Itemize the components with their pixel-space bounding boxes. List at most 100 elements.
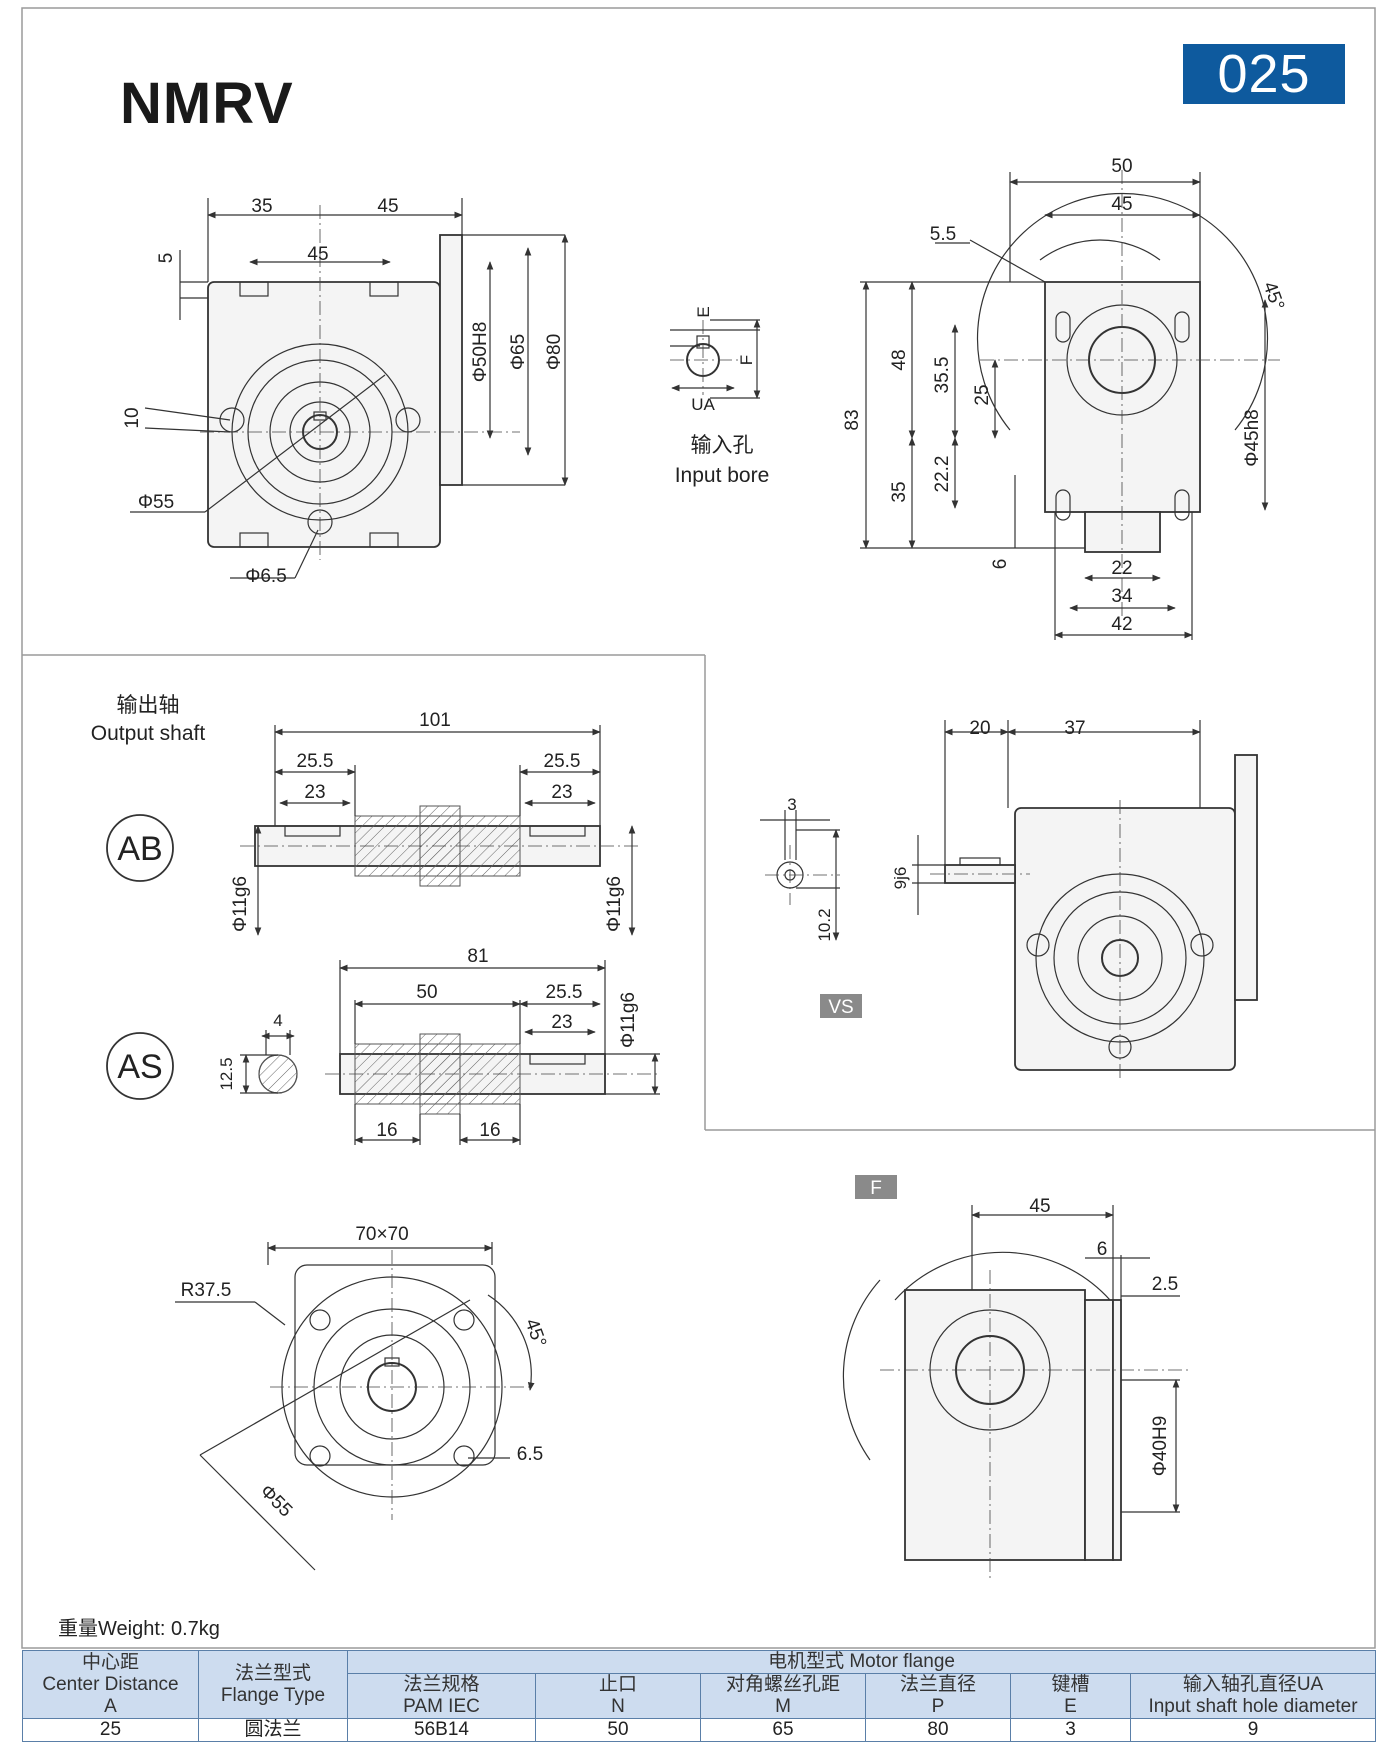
dim-vs-3: 3 — [787, 795, 796, 814]
output-shaft-label-en: Output shaft — [91, 722, 206, 745]
dim-side-83: 83 — [842, 409, 863, 430]
dim-vs-37: 37 — [1064, 718, 1085, 739]
cell-pam-iec: 56B14 — [347, 1718, 536, 1742]
dim-flange-phi55: Φ55 — [256, 1481, 297, 1522]
dim-flange-r37-5: R37.5 — [181, 1280, 232, 1301]
dim-ab-25-5-left: 25.5 — [297, 751, 334, 772]
dim-side-45-deg: 45° — [1258, 279, 1288, 313]
dim-ab-101: 101 — [419, 710, 451, 731]
dim-vs-20: 20 — [969, 718, 990, 739]
vs-tag-box — [820, 994, 862, 1018]
dim-as-50: 50 — [416, 982, 437, 1003]
input-bore-label-cn: 输入孔 — [691, 434, 754, 457]
dim-side-5-5: 5.5 — [930, 224, 956, 245]
input-bore-view — [670, 319, 761, 399]
dim-front-phi50h8: Φ50H8 — [470, 322, 491, 383]
f-tag-box — [855, 1175, 897, 1199]
dim-fside-2-5: 2.5 — [1152, 1274, 1178, 1295]
as-badge: AS — [117, 1048, 162, 1086]
page-title: NMRV — [120, 71, 294, 136]
dim-front-45-top: 45 — [377, 196, 398, 217]
shaft-as-drawing — [240, 960, 660, 1145]
shaft-ab-drawing — [240, 725, 640, 936]
f-tag: F — [870, 1178, 882, 1199]
dim-as-23: 23 — [551, 1012, 572, 1033]
dim-front-45-inner: 45 — [307, 244, 328, 265]
dim-as-16-right: 16 — [479, 1120, 500, 1141]
ab-badge: AB — [117, 830, 162, 868]
side-view — [860, 170, 1280, 640]
table-row: 25 圆法兰 56B14 50 65 80 3 9 — [22, 1718, 1377, 1742]
dim-as-key-4: 4 — [273, 1011, 282, 1030]
dim-side-6: 6 — [990, 559, 1011, 570]
dim-side-25: 25 — [972, 384, 993, 405]
model-number-badge: 025 — [1183, 44, 1345, 104]
dim-as-81: 81 — [467, 946, 488, 967]
dim-ab-phi11g6-right: Φ11g6 — [604, 876, 625, 932]
dim-front-phi55: Φ55 — [138, 492, 174, 513]
dim-ab-23-left: 23 — [304, 782, 325, 803]
dim-fside-45: 45 — [1029, 1196, 1050, 1217]
dim-side-50: 50 — [1111, 156, 1132, 177]
dim-ab-25-5-right: 25.5 — [544, 751, 581, 772]
dim-bore-f: F — [737, 355, 756, 365]
ab-badge-circle — [106, 814, 174, 882]
weight-label: 重量Weight: 0.7kg — [58, 1618, 220, 1640]
cell-m: 65 — [700, 1718, 866, 1742]
dim-front-35: 35 — [251, 196, 272, 217]
dim-as-phi11g6: Φ11g6 — [618, 992, 639, 1048]
flange-side-view — [842, 1205, 1190, 1580]
dim-side-34: 34 — [1111, 586, 1133, 607]
dim-fside-phi40h9: Φ40H9 — [1150, 1416, 1171, 1477]
cell-flange-type: 圆法兰 — [198, 1718, 348, 1742]
cell-ua: 9 — [1129, 1718, 1377, 1742]
sheet-frame — [21, 7, 1376, 1649]
dim-front-phi80: Φ80 — [544, 334, 565, 370]
dim-flange-70x70: 70×70 — [355, 1224, 408, 1245]
header-center-distance: 中心距 Center Distance A — [22, 1650, 199, 1719]
dim-flange-6-5: 6.5 — [517, 1444, 543, 1465]
input-bore-label-en: Input bore — [675, 464, 770, 487]
dim-side-22: 22 — [1111, 558, 1132, 579]
spec-table: 中心距 Center Distance A 法兰型式 Flange Type 电… — [22, 1650, 1377, 1742]
dim-as-25-5: 25.5 — [546, 982, 583, 1003]
dim-ab-phi11g6-left: Φ11g6 — [230, 876, 251, 932]
dim-bore-ua: UA — [691, 395, 715, 414]
as-badge-circle — [106, 1032, 174, 1100]
dim-front-phi65: Φ65 — [508, 334, 529, 370]
dim-front-5: 5 — [156, 253, 177, 264]
dim-side-45: 45 — [1111, 194, 1132, 215]
cell-p: 80 — [865, 1718, 1011, 1742]
header-flange-type: 法兰型式 Flange Type — [198, 1650, 348, 1719]
dim-side-22-2: 22.2 — [932, 456, 953, 493]
dim-bore-e: E — [694, 306, 713, 317]
vs-view — [760, 720, 1258, 1080]
dim-as-16-left: 16 — [376, 1120, 397, 1141]
dim-front-phi6-5: Φ6.5 — [245, 566, 287, 587]
flange-front-view — [175, 1242, 535, 1571]
dim-as-12-5: 12.5 — [217, 1057, 236, 1090]
dim-ab-23-right: 23 — [551, 782, 572, 803]
dim-fside-6: 6 — [1097, 1239, 1108, 1260]
dim-side-35-5: 35.5 — [932, 357, 953, 394]
front-view — [130, 198, 569, 579]
dim-flange-45-deg: 45° — [520, 1316, 550, 1350]
header-motor-flange: 电机型式 Motor flange — [346, 1650, 1377, 1674]
dim-front-10: 10 — [122, 407, 143, 428]
vs-tag: VS — [828, 997, 853, 1018]
cell-e: 3 — [1010, 1718, 1131, 1742]
cell-center-distance: 25 — [22, 1718, 199, 1742]
output-shaft-label-cn: 输出轴 — [117, 694, 180, 717]
dim-vs-9j6: 9j6 — [891, 867, 910, 890]
dim-vs-10-2: 10.2 — [815, 908, 834, 941]
dim-side-phi45h8: Φ45h8 — [1242, 409, 1263, 466]
cell-n: 50 — [535, 1718, 701, 1742]
